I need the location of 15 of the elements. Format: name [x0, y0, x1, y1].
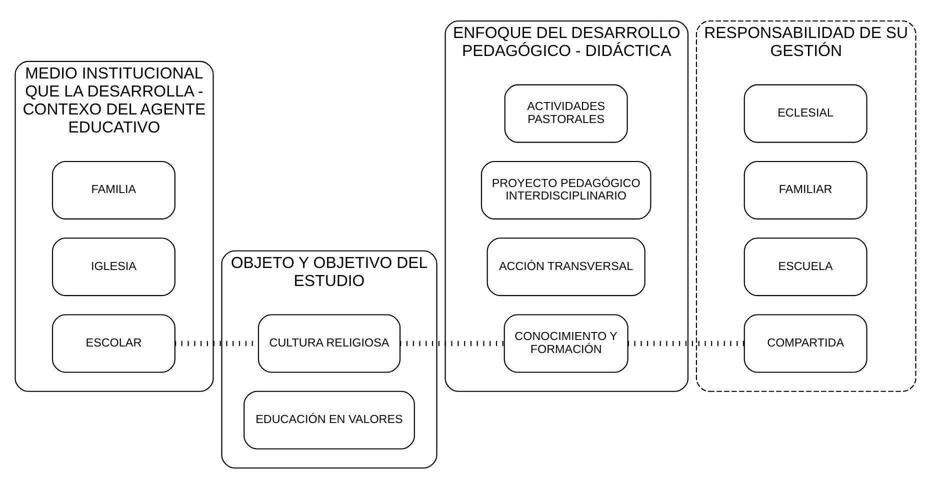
node-box: COMPARTIDA: [744, 314, 868, 373]
node-box: CONOCIMIENTO Y FORMACIÓN: [504, 314, 628, 373]
node-box: ACCIÓN TRANSVERSAL: [486, 238, 646, 296]
node-box: PROYECTO PEDAGÓGICO INTERDISCIPLINARIO: [480, 160, 652, 220]
node-box: ESCOLAR: [52, 314, 176, 373]
connector: [400, 340, 504, 346]
connector: [628, 340, 744, 346]
node-box: ESCUELA: [744, 238, 868, 296]
node-box: ACTIVIDADES PASTORALES: [504, 84, 628, 143]
node-box: CULTURA RELIGIOSA: [258, 314, 401, 373]
node-box: ECLESIAL: [744, 84, 868, 143]
node-box: EDUCACIÓN EN VALORES: [244, 390, 415, 450]
node-box: FAMILIA: [52, 160, 176, 220]
node-box: FAMILIAR: [744, 160, 868, 220]
node-box: IGLESIA: [52, 238, 176, 296]
